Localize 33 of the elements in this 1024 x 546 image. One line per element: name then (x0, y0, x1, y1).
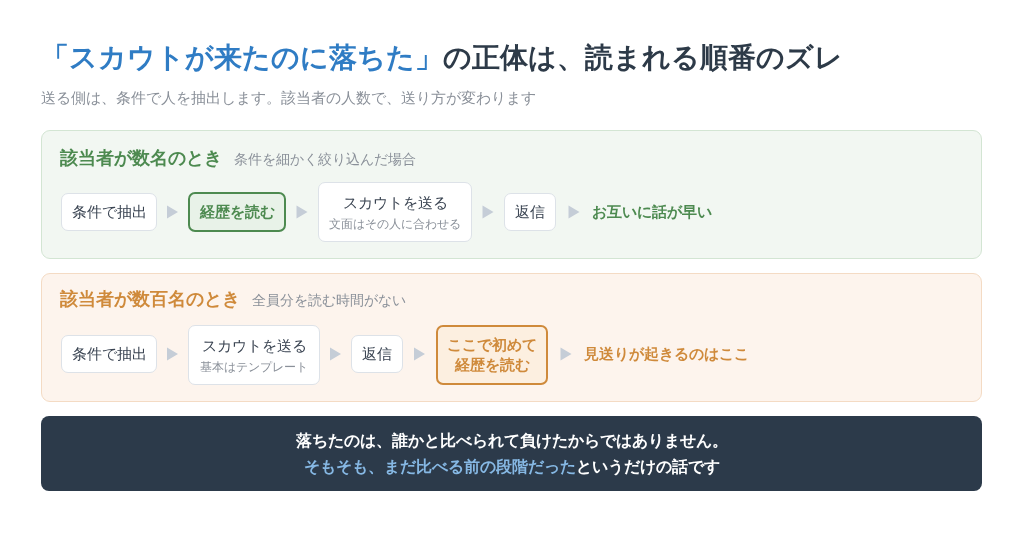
step-box: 条件で抽出 (61, 335, 157, 373)
title: 「スカウトが来たのに落ちた」の正体は、読まれる順番のズレ (41, 41, 843, 75)
group-panel (41, 273, 982, 402)
message-banner (41, 416, 982, 491)
step-note: 文面はその人に合わせる (329, 215, 461, 232)
step-title: スカウトを送る (342, 192, 448, 213)
highlighted-step-box: ここで初めて経歴を読む (436, 325, 548, 385)
step-note: 基本はテンプレート (200, 358, 308, 375)
step-box: 条件で抽出 (61, 193, 157, 231)
step-box: 返信 (504, 193, 556, 231)
step-box (188, 325, 320, 385)
arrow (560, 347, 572, 361)
message-text: そもそも、まだ比べる前の段階だったというだけの話です (303, 456, 720, 478)
highlighted-step-box: 経歴を読む (188, 192, 286, 232)
step-box (318, 182, 472, 242)
panel-heading: 該当者が数百名のとき (60, 288, 240, 311)
arrow (482, 205, 494, 219)
panel-subheading: 条件を細かく絞り込んだ場合 (234, 151, 416, 169)
result-text: 見送りが起きるのはここ (584, 335, 749, 373)
arrow (330, 347, 341, 361)
arrow (568, 205, 580, 219)
arrow (296, 205, 308, 219)
step-box: 返信 (351, 335, 403, 373)
group-panel (41, 130, 982, 259)
step-title: スカウトを送る (201, 335, 307, 356)
arrow (167, 347, 178, 361)
subtitle: 送る側は、条件で人を抽出します。該当者の人数で、送り方が変わります (41, 88, 536, 108)
arrow (167, 205, 178, 219)
panel-heading: 該当者が数名のとき (60, 147, 222, 170)
panel-subheading: 全員分を読む時間がない (252, 292, 406, 310)
result-text: お互いに話が早い (592, 193, 712, 231)
arrow (414, 347, 425, 361)
message-text: 落ちたのは、誰かと比べられて負けたからではありません。 (295, 430, 728, 451)
